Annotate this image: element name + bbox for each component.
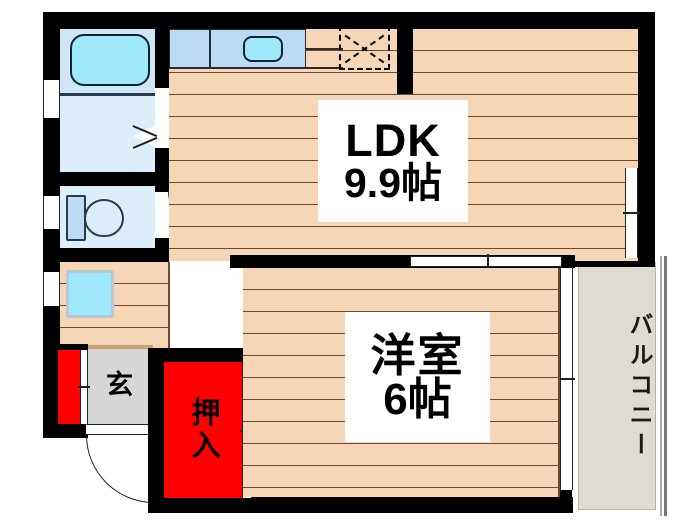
bathtub-icon <box>70 34 150 86</box>
window-room-divider <box>558 378 575 380</box>
ldk-name: LDK <box>345 115 441 166</box>
window-hallway[interactable] <box>43 272 60 306</box>
ldk-east-window-divider <box>623 212 640 214</box>
wall-right-upper <box>638 12 655 265</box>
wall-bath-bottom <box>60 93 158 96</box>
kitchen-counter-edge <box>169 67 343 69</box>
wall-washroom-bottom <box>43 172 169 186</box>
closet-label: 押入 <box>187 397 219 463</box>
genkan-label: 玄 <box>106 370 133 400</box>
balcony-outer-rail <box>664 256 667 516</box>
wall-closet-left <box>148 348 164 513</box>
wall-hall-bottom <box>60 344 88 350</box>
balcony-rail-line <box>660 256 662 516</box>
closet-floor <box>164 362 242 498</box>
ldk-area: 9.9帖 <box>344 160 442 206</box>
room-name: 洋室 <box>370 329 465 381</box>
wall-bottom <box>148 497 573 513</box>
toilet-tank-icon <box>66 195 86 241</box>
kitchen-counter <box>169 29 306 69</box>
ldk-label-box: LDK 9.9帖 <box>318 100 468 222</box>
entrance-door-swing[interactable] <box>86 435 154 503</box>
window-bathroom[interactable] <box>43 80 60 118</box>
balcony-area <box>578 262 656 510</box>
wall-genkan-bottom-left <box>43 424 88 438</box>
toilet-door-opening[interactable] <box>155 192 169 238</box>
kitchen-counter-divider <box>209 29 211 69</box>
shoe-cabinet-handle <box>78 386 90 388</box>
room-area: 6帖 <box>383 374 452 424</box>
genkan-step-line <box>86 345 153 349</box>
sliding-door-ldk-room[interactable] <box>410 256 562 267</box>
kitchen-rail-top <box>306 48 343 50</box>
toilet-bowl-icon <box>84 199 124 237</box>
washing-machine-space-icon <box>66 270 114 318</box>
room-label-box: 洋室 6帖 <box>345 312 490 442</box>
wall-hall-stub <box>155 258 169 262</box>
wall-genkan-left <box>43 348 58 426</box>
refrigerator-space-icon <box>339 25 390 70</box>
room-right-edge <box>558 268 560 497</box>
wall-closet-top <box>148 348 258 364</box>
wall-kitchen-partition <box>397 12 413 94</box>
balcony-label: バルコニー <box>625 312 652 462</box>
wall-top <box>43 12 655 29</box>
sliding-door-divider <box>487 254 489 269</box>
washroom-door-opening[interactable] <box>155 88 169 148</box>
kitchen-sink-icon <box>243 36 283 62</box>
shoe-cabinet <box>58 350 80 424</box>
wall-bath-right <box>155 12 169 97</box>
wall-left-upper <box>43 12 60 362</box>
wall-toilet-bottom <box>43 248 169 262</box>
washroom-folding-door[interactable] <box>133 125 156 147</box>
entrance-door-threshold <box>86 424 153 435</box>
window-toilet[interactable] <box>43 196 60 229</box>
hallway-right-edge <box>168 262 170 348</box>
